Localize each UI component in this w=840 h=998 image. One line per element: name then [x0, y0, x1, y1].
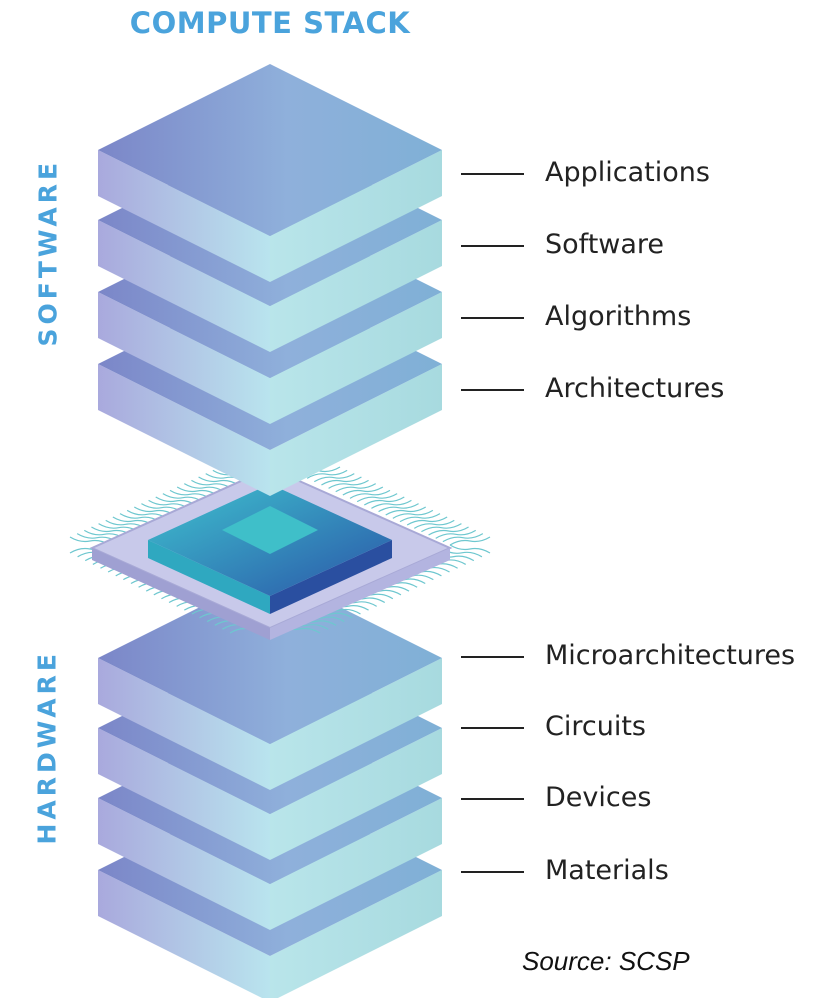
software-layer-label-architectures: Architectures	[545, 373, 725, 404]
hardware-layer-label-microarchitectures: Microarchitectures	[545, 640, 796, 671]
software-layer-label-algorithms-leader-line	[461, 317, 524, 319]
hardware-layer-label-materials: Materials	[545, 855, 669, 886]
software-layers	[98, 64, 442, 496]
hardware-layer-label-devices: Devices	[545, 782, 652, 813]
diagram-title: COMPUTE STACK	[129, 6, 411, 40]
hardware-layer-label-circuits: Circuits	[545, 711, 646, 742]
software-layer-block	[98, 64, 442, 282]
source-note: Source: SCSP	[522, 946, 690, 976]
hardware-layer-block	[98, 572, 442, 790]
hardware-layers	[98, 572, 442, 998]
hardware-layer-label-circuits-leader-line	[461, 727, 524, 729]
chip-die-side-left	[148, 540, 270, 614]
hardware-layer-label-materials-leader-line	[461, 871, 524, 873]
software-layer-label-software-leader-line	[461, 245, 524, 247]
software-layer-label-applications: Applications	[545, 157, 710, 188]
chip-die-side-right	[270, 540, 392, 614]
chip-graphic	[69, 466, 491, 640]
software-layer-label-algorithms: Algorithms	[545, 301, 692, 332]
software-layer-label-software: Software	[545, 229, 665, 260]
hardware-layer-label-microarchitectures-leader-line	[461, 656, 524, 658]
hardware-layer-label-devices-leader-line	[461, 798, 524, 800]
chip-die-core	[222, 506, 318, 554]
software-layer-label-applications-leader-line	[461, 173, 524, 175]
software-layer-label-architectures-leader-line	[461, 389, 524, 391]
